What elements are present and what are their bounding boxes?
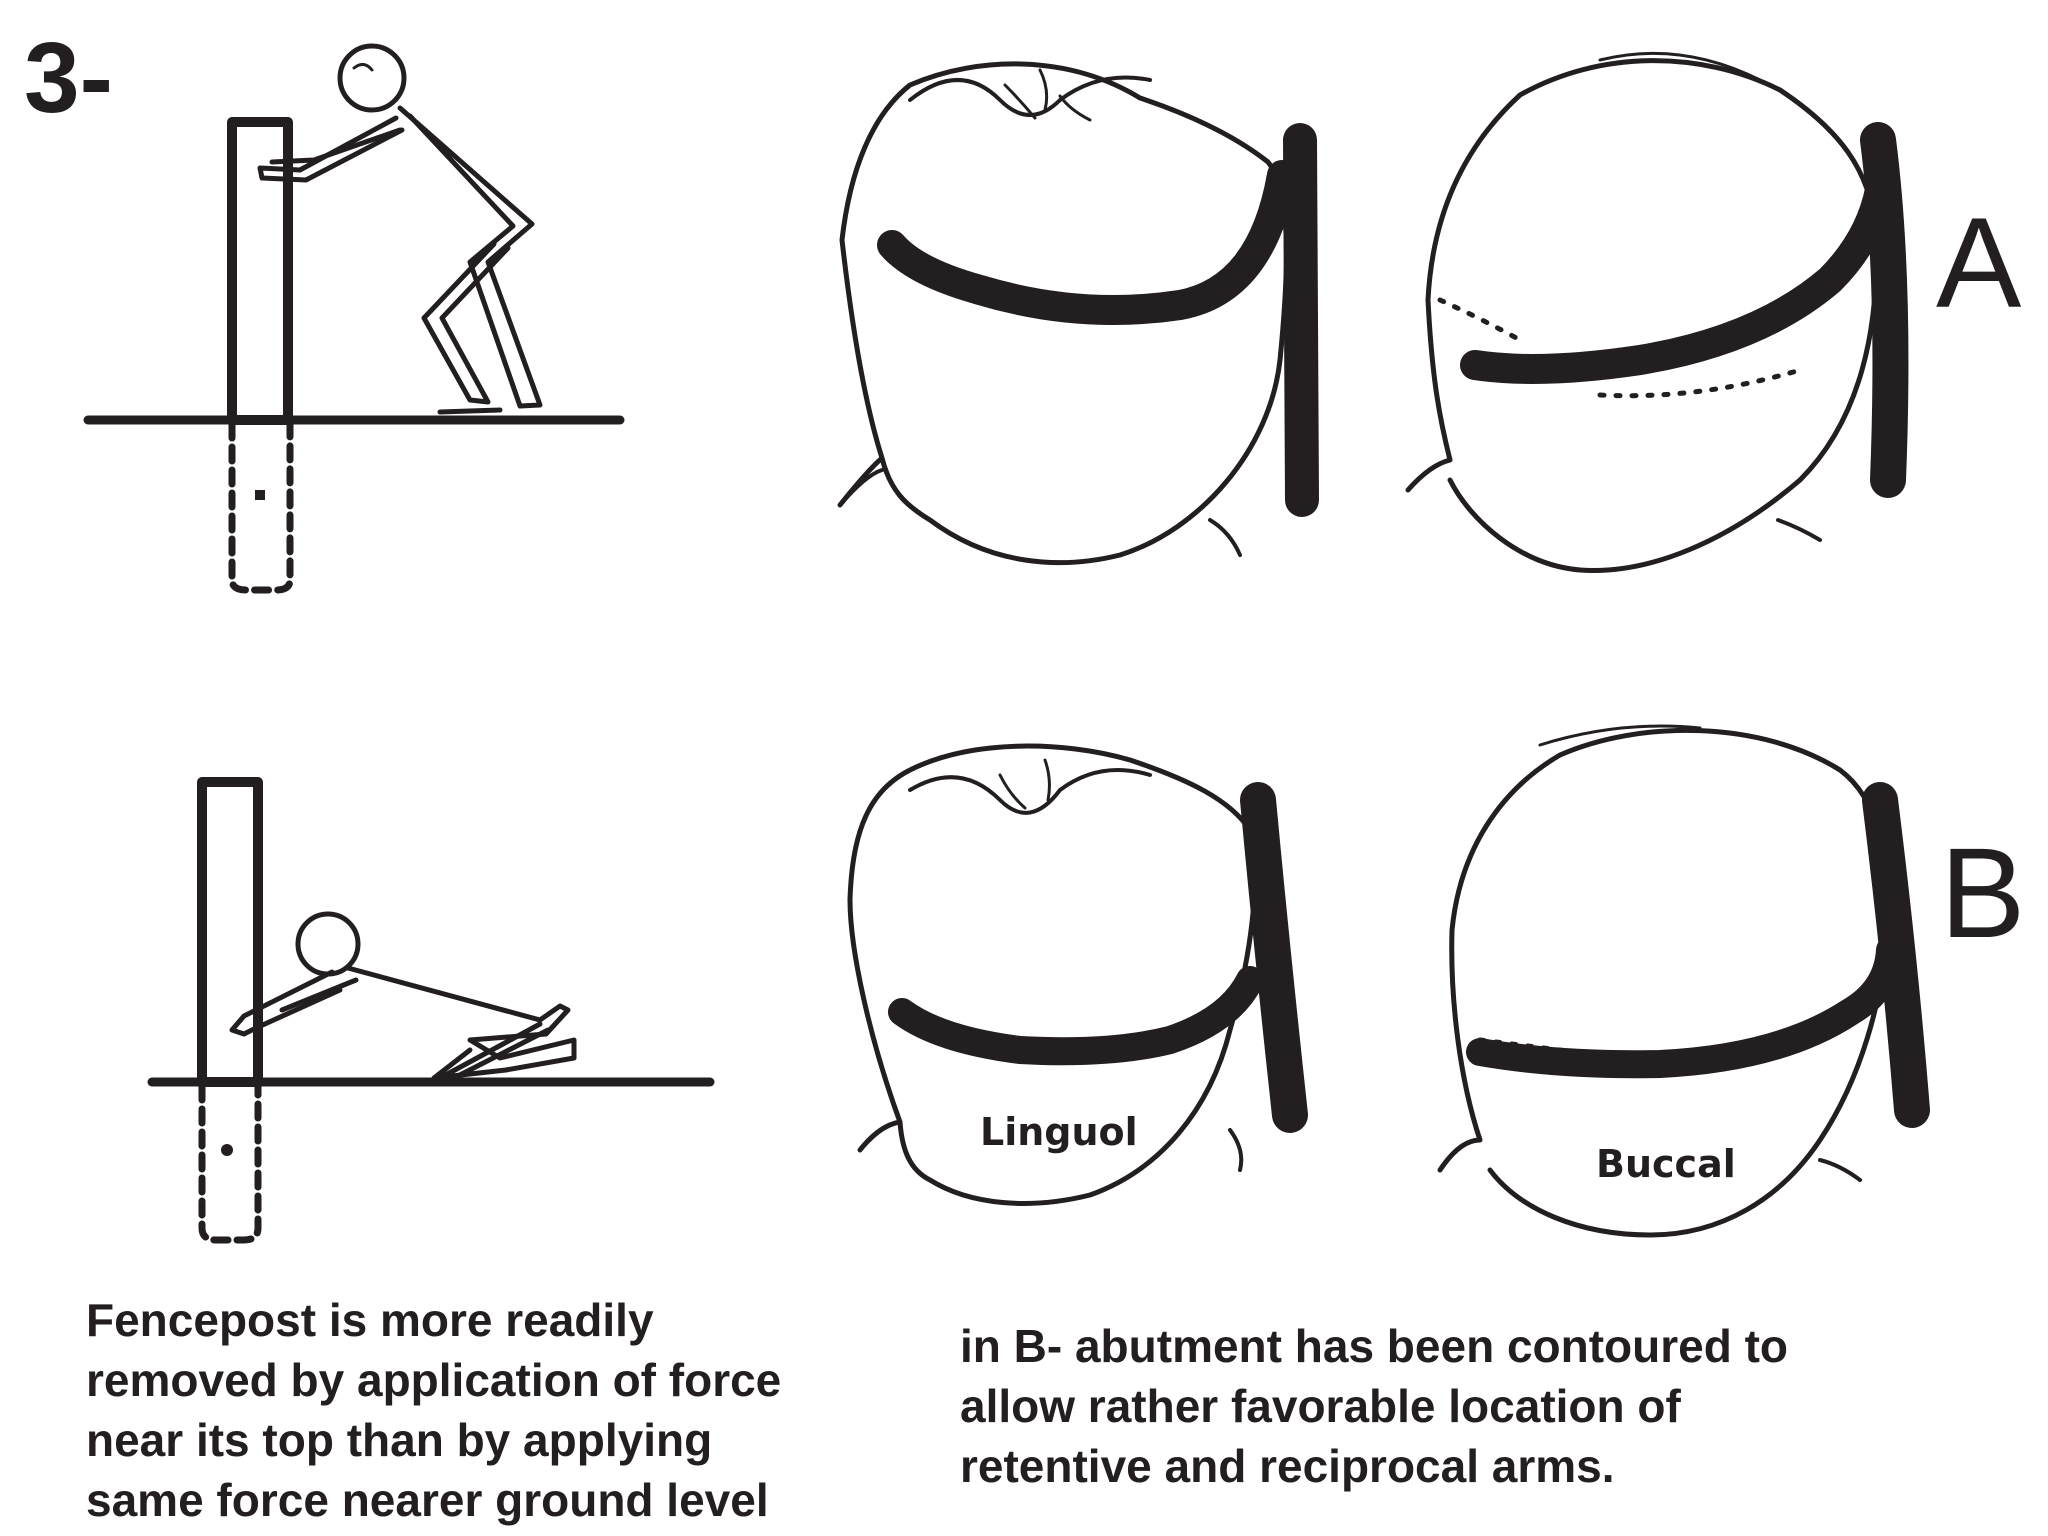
fencepost bbox=[197, 777, 263, 1087]
retentive-arm bbox=[888, 966, 1264, 1066]
minor-connector bbox=[1283, 123, 1319, 517]
tooth-b-lingual bbox=[847, 743, 1308, 1206]
retentive-arm bbox=[1460, 175, 1895, 384]
caption-line: retentive and reciprocal arms. bbox=[960, 1440, 1615, 1492]
caption-line: same force nearer ground level bbox=[86, 1474, 769, 1526]
row-label-a: A bbox=[1936, 192, 2022, 335]
minor-connector bbox=[1862, 782, 1930, 1128]
caption-fencepost: Fencepost is more readily removed by app… bbox=[86, 1290, 926, 1530]
retentive-arm bbox=[1466, 936, 1904, 1079]
figure-number: 3- bbox=[24, 22, 113, 134]
buccal-label: Buccal bbox=[1596, 1142, 1736, 1186]
stick-figure-standing bbox=[257, 43, 543, 415]
fencepost-marker bbox=[221, 1144, 233, 1156]
fencepost-buried-part bbox=[198, 1082, 262, 1244]
caption-abutment: in B- abutment has been contoured to all… bbox=[960, 1316, 2040, 1496]
fencepost-buried-part bbox=[228, 420, 294, 594]
retentive-arm bbox=[877, 160, 1297, 325]
fencepost-marker bbox=[255, 490, 265, 500]
stick-figure-pushing bbox=[229, 911, 577, 1083]
caption-line: removed by application of force bbox=[86, 1354, 782, 1406]
caption-line: in B- abutment has been contoured to bbox=[960, 1320, 1789, 1372]
tooth-a-lingual bbox=[837, 61, 1319, 566]
row-label-b: B bbox=[1940, 822, 2026, 965]
tooth-a-buccal bbox=[1405, 51, 1909, 573]
minor-connector bbox=[1240, 782, 1308, 1133]
caption-line: Fencepost is more readily bbox=[86, 1294, 654, 1346]
caption-line: allow rather favorable location of bbox=[960, 1380, 1681, 1432]
tooth-b-buccal bbox=[1437, 724, 1930, 1238]
lingual-label: Linguol bbox=[980, 1110, 1138, 1154]
minor-connector bbox=[1860, 122, 1909, 498]
caption-line: near its top than by applying bbox=[86, 1414, 713, 1466]
dotted-height-of-contour bbox=[1437, 297, 1803, 399]
fencepost-top-force-scene bbox=[83, 43, 625, 594]
fencepost bbox=[227, 117, 293, 425]
fencepost-ground-force-scene bbox=[147, 777, 715, 1244]
